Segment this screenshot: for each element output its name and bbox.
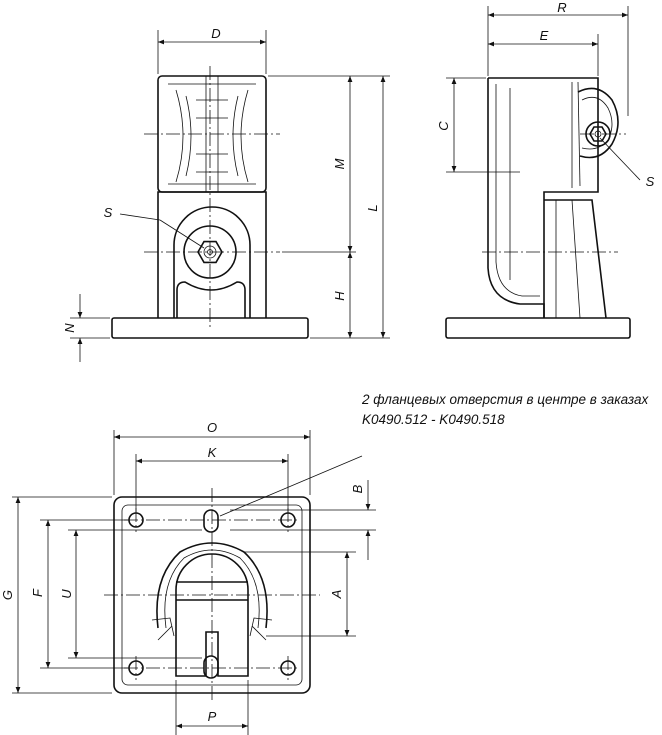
dim-label-s-side: S [646, 174, 655, 189]
dim-label-b: B [350, 484, 365, 493]
note-line-2: K0490.512 - K0490.518 [362, 412, 505, 427]
dim-label-l: L [365, 204, 380, 211]
dim-label-k: K [208, 445, 218, 460]
side-view: R E C S [436, 0, 655, 339]
dim-label-n: N [62, 323, 77, 333]
dim-label-u: U [59, 589, 74, 599]
dim-label-d: D [211, 26, 220, 41]
dim-label-e: E [540, 28, 549, 43]
top-view: O K B G F U A P [0, 420, 376, 735]
note-line-1: 2 фланцевых отверстия в центре в заказах [361, 392, 649, 407]
dim-label-h: H [332, 291, 347, 301]
order-note: 2 фланцевых отверстия в центре в заказах… [361, 392, 649, 427]
dim-label-a: A [329, 590, 344, 600]
dim-label-g: G [0, 590, 15, 600]
dim-label-r: R [557, 0, 566, 15]
dim-label-c: C [436, 121, 451, 131]
front-view: D M L H N S [62, 26, 390, 362]
dim-label-f: F [30, 588, 45, 597]
dim-label-s-front: S [104, 205, 113, 220]
dim-label-o: O [207, 420, 217, 435]
dim-label-p: P [208, 709, 217, 724]
dim-label-m: M [332, 158, 347, 169]
